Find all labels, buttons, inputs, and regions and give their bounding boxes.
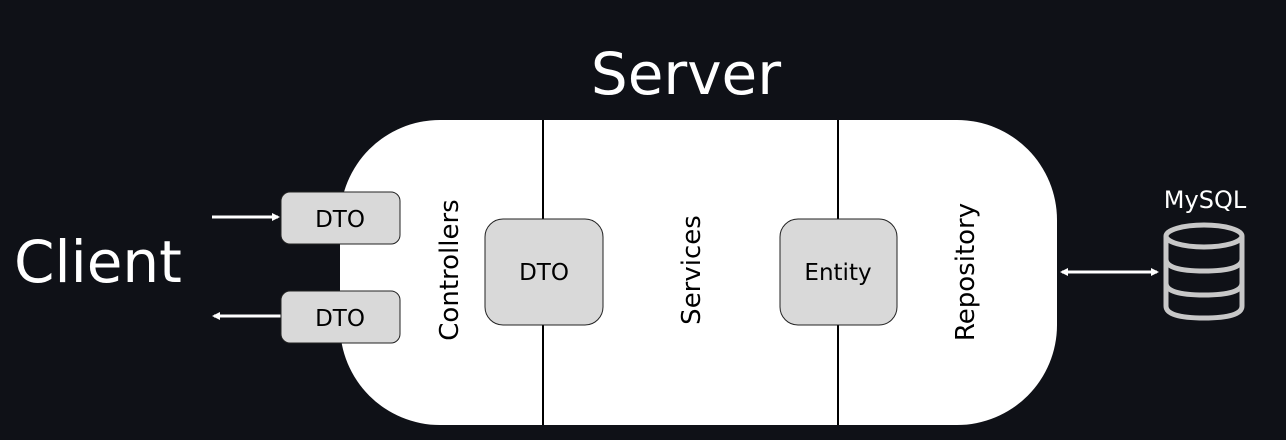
- database-label: MySQL: [1164, 186, 1247, 214]
- server-container: [340, 120, 1057, 425]
- request-dto-box: [280, 191, 401, 245]
- layer-services: Services: [677, 215, 707, 325]
- service-dto-label: DTO: [519, 260, 569, 286]
- server-title: Server: [591, 40, 781, 108]
- entity-label: Entity: [804, 260, 871, 286]
- client-label: Client: [14, 228, 182, 296]
- entity-box: [779, 218, 898, 326]
- request-dto-label: DTO: [315, 207, 365, 233]
- service-dto-box: [484, 218, 604, 326]
- database-icon: [1163, 222, 1245, 321]
- response-dto-box: [280, 290, 401, 344]
- layer-controllers: Controllers: [435, 199, 465, 340]
- response-dto-label: DTO: [315, 306, 365, 332]
- layer-repository: Repository: [951, 203, 981, 341]
